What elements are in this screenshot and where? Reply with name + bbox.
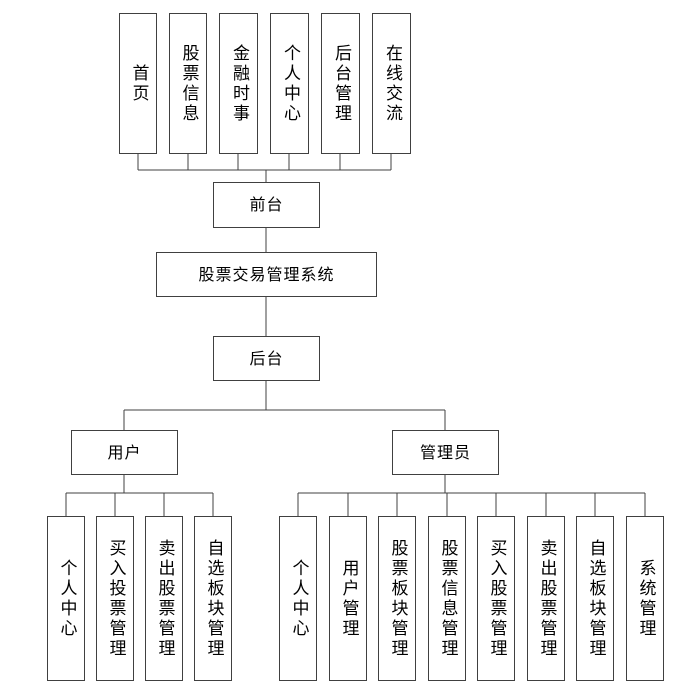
- user-module-sell-management: 卖出股票管理: [145, 516, 183, 681]
- admin-module-sector-management: 股票板块管理: [378, 516, 416, 681]
- front-module-stock-info: 股票信息: [169, 13, 207, 154]
- user-module-personal-center: 个人中心: [47, 516, 85, 681]
- user-node: 用户: [71, 430, 178, 475]
- front-module-online-chat: 在线交流: [372, 13, 411, 154]
- admin-module-watchlist-management: 自选板块管理: [576, 516, 614, 681]
- admin-module-buy-management: 买入股票管理: [477, 516, 515, 681]
- user-module-buy-management: 买入投票管理: [96, 516, 134, 681]
- admin-module-personal-center: 个人中心: [279, 516, 317, 681]
- back-node: 后台: [213, 336, 320, 381]
- front-module-backend-admin: 后台管理: [321, 13, 360, 154]
- front-module-home: 首页: [119, 13, 157, 154]
- admin-module-system-management: 系统管理: [626, 516, 664, 681]
- admin-module-user-management: 用户管理: [329, 516, 367, 681]
- admin-module-sell-management: 卖出股票管理: [527, 516, 565, 681]
- admin-module-stock-info-management: 股票信息管理: [428, 516, 466, 681]
- front-module-personal-center: 个人中心: [270, 13, 309, 154]
- front-node: 前台: [213, 182, 320, 228]
- front-module-finance-news: 金融时事: [219, 13, 258, 154]
- user-module-watchlist-management: 自选板块管理: [194, 516, 232, 681]
- system-node: 股票交易管理系统: [156, 252, 377, 297]
- admin-node: 管理员: [392, 430, 499, 475]
